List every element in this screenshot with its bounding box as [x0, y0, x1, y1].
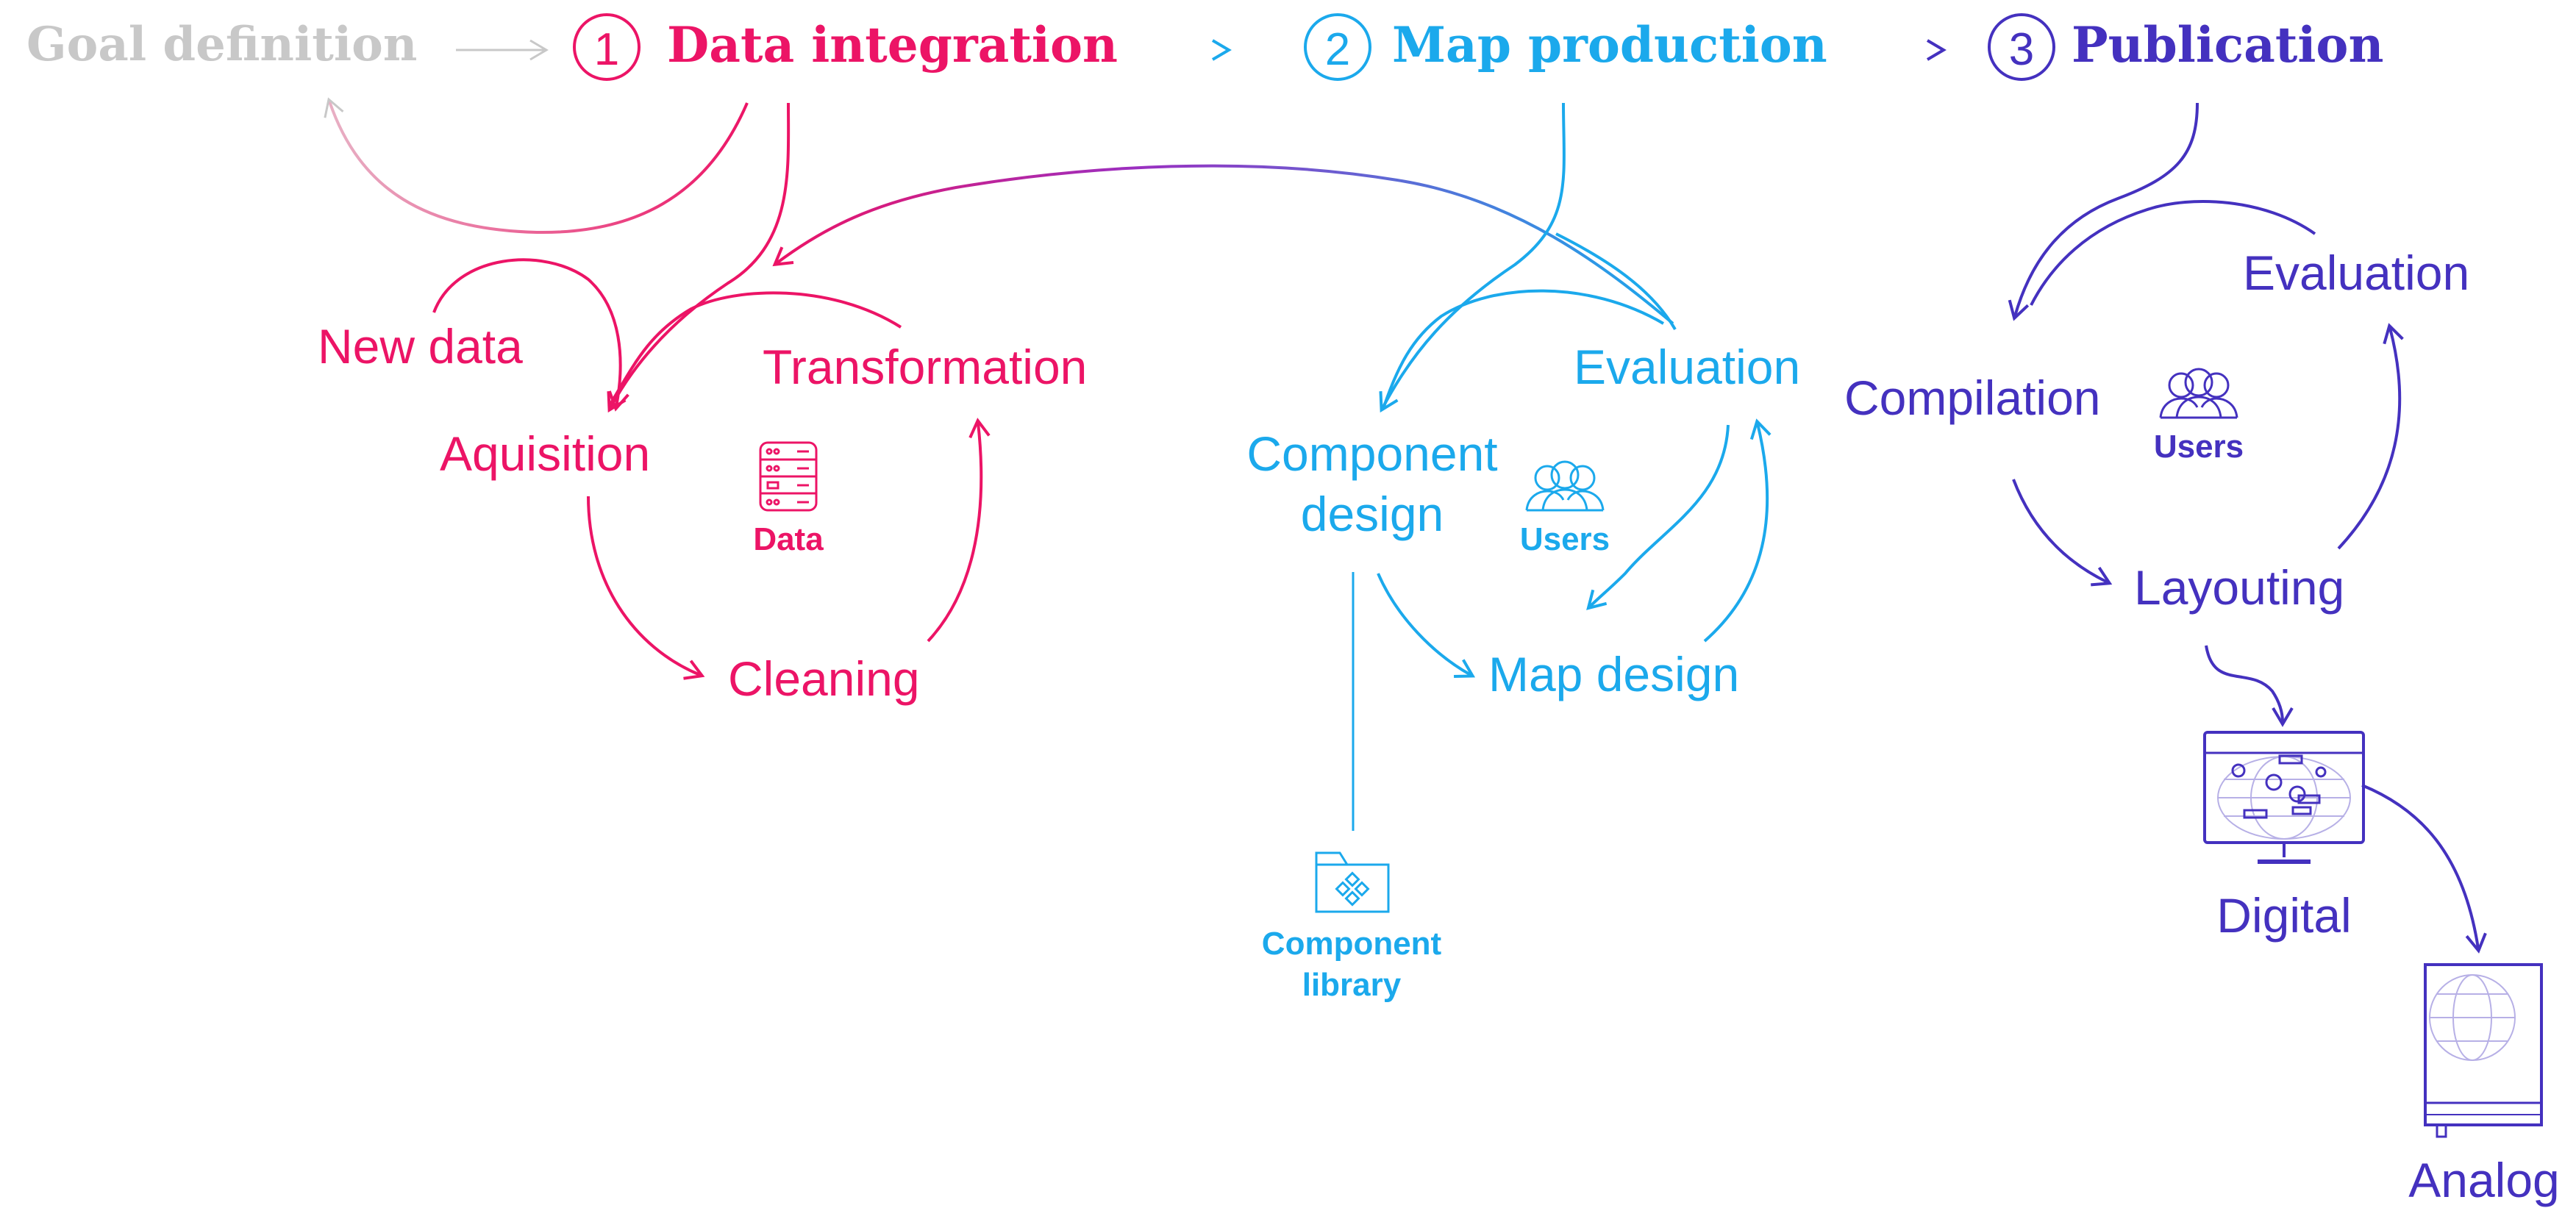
library-label-line2: library: [1302, 967, 1402, 1003]
publication-entry-arrow: [2008, 102, 2199, 321]
folder-components-icon: [1315, 851, 1390, 913]
layouting-label: Layouting: [2134, 560, 2344, 615]
step-2-title: Map production: [1392, 16, 1827, 74]
layouting-to-digital-arrow: [2205, 645, 2294, 727]
analog-label: Analog: [2408, 1153, 2560, 1207]
integration-entry-arrow: [607, 102, 791, 413]
publication-users-label: Users: [2154, 429, 2244, 465]
map-production-section: Evaluation Component design Map design U…: [1246, 102, 1800, 1003]
production-users-label: Users: [1520, 521, 1610, 557]
production-evaluation-label: Evaluation: [1574, 340, 1800, 394]
evaluation-to-integration-arrow: [772, 164, 1674, 325]
compilation-label: Compilation: [1844, 371, 2101, 425]
step-1-title: Data integration: [667, 16, 1118, 74]
step-2-badge: [1304, 13, 1371, 81]
evaluation-to-map-design-arrow: [1586, 424, 1730, 610]
digital-label: Digital: [2216, 888, 2351, 943]
production-entry-arrow: [1379, 102, 1566, 413]
compilation-to-layouting-arrow: [2012, 479, 2113, 587]
component-design-label-line2: design: [1301, 487, 1444, 541]
component-design-to-map-design-arrow: [1377, 573, 1476, 679]
aquisition-label: Aquisition: [440, 426, 650, 481]
evaluation-to-component-design-arrow: [1382, 289, 1665, 407]
users-icon: [2159, 368, 2238, 419]
aquisition-to-cleaning-arrow: [587, 496, 705, 680]
header: Goal definition 1 Data integration 2 Map…: [26, 13, 2383, 81]
data-icon-label: Data: [753, 521, 824, 557]
layouting-to-evaluation-arrow: [2337, 323, 2404, 550]
library-label-line1: Component: [1262, 926, 1442, 962]
cleaning-label: Cleaning: [728, 651, 920, 706]
publication-section: Evaluation Compilation Layouting Users: [1844, 102, 2560, 1207]
evaluation-to-compilation-arrow: [2030, 199, 2316, 306]
component-design-label-line1: Component: [1246, 426, 1497, 481]
atlas-book-icon: [2424, 963, 2543, 1138]
goal-definition-title: Goal definition: [26, 17, 417, 72]
loop-back-to-goal-arrow: [324, 97, 749, 235]
publication-evaluation-label: Evaluation: [2243, 246, 2469, 300]
monitor-map-icon: [2203, 731, 2365, 864]
new-data-arrow: [432, 258, 629, 412]
data-integration-section: New data Transformation Aquisition Clean…: [318, 97, 1087, 706]
cleaning-to-transformation-arrow: [927, 418, 991, 643]
transformation-to-aquisition-arrow: [607, 291, 902, 408]
users-icon: [1525, 460, 1605, 512]
step-3-title: Publication: [2072, 16, 2383, 74]
digital-to-analog-arrow: [2361, 784, 2487, 954]
map-design-label: Map design: [1488, 647, 1739, 701]
new-data-label: New data: [318, 319, 523, 374]
step-2-number: 2: [1325, 24, 1350, 75]
step-3-number: 3: [2009, 24, 2034, 75]
database-server-icon: [759, 441, 818, 512]
production-split-arrow: [1555, 232, 1677, 331]
step-1-badge: [573, 13, 641, 81]
map-design-to-evaluation-arrow: [1703, 418, 1772, 643]
step-1-number: 1: [594, 24, 619, 75]
transformation-label: Transformation: [763, 340, 1087, 394]
step-3-badge: [1988, 13, 2055, 81]
